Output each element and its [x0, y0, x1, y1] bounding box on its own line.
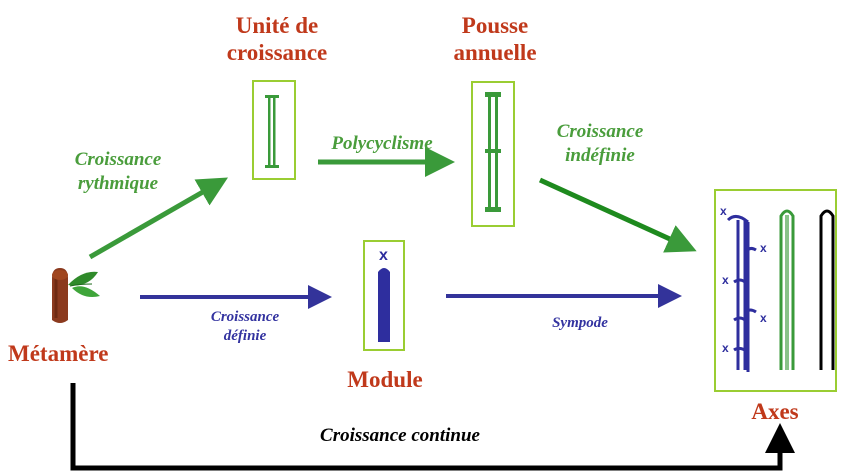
- label-sympode: Sympode: [552, 315, 608, 331]
- label-definie-line2: définie: [223, 328, 267, 344]
- label-rythmique: Croissance rythmique: [48, 148, 188, 196]
- axes-x-mark-5: x: [722, 341, 729, 355]
- axes-box: [714, 189, 837, 392]
- label-continue: Croissance continue: [320, 425, 480, 446]
- pousse-title: Pousse annuelle: [440, 12, 550, 66]
- pousse-title-line1: Pousse: [461, 13, 529, 38]
- axes-x-mark-2: x: [760, 241, 767, 255]
- unite-title-line2: croissance: [226, 40, 328, 65]
- pousse-title-line2: annuelle: [453, 40, 537, 65]
- axes-x-mark-3: x: [722, 273, 729, 287]
- module-x-mark: x: [379, 247, 388, 264]
- axes-blue-icon: [726, 215, 757, 372]
- axes-green-icon: [779, 209, 795, 370]
- label-polycyclisme: Polycyclisme: [331, 133, 433, 154]
- arrow-continue: [70, 383, 795, 471]
- unite-icon: [265, 95, 279, 168]
- axes-x-mark-4: x: [760, 311, 767, 325]
- label-rythmique-line2: rythmique: [77, 173, 159, 194]
- metamere-icon: [52, 268, 100, 323]
- metamere-title: Métamère: [8, 341, 109, 366]
- axes-title: Axes: [751, 399, 799, 424]
- axes-black-icon: [819, 209, 835, 370]
- label-rythmique-line1: Croissance: [74, 149, 162, 170]
- label-indefinie-line1: Croissance: [556, 121, 644, 142]
- pousse-icon: [485, 92, 501, 212]
- module-box: [363, 240, 405, 351]
- arrow-rythmique: [88, 177, 228, 260]
- module-title: Module: [347, 367, 423, 392]
- pousse-box: [471, 81, 515, 227]
- label-indefinie-line2: indéfinie: [565, 145, 635, 166]
- unite-title-line1: Unité de: [235, 13, 319, 38]
- arrow-indefinie: [538, 177, 697, 253]
- unite-title: Unité de croissance: [218, 12, 336, 66]
- label-definie-line1: Croissance: [210, 309, 280, 325]
- label-definie: Croissance définie: [180, 308, 310, 346]
- label-indefinie: Croissance indéfinie: [530, 120, 670, 168]
- module-icon: [378, 268, 390, 342]
- axes-x-mark-1: x: [720, 204, 727, 218]
- unite-box: [252, 80, 296, 180]
